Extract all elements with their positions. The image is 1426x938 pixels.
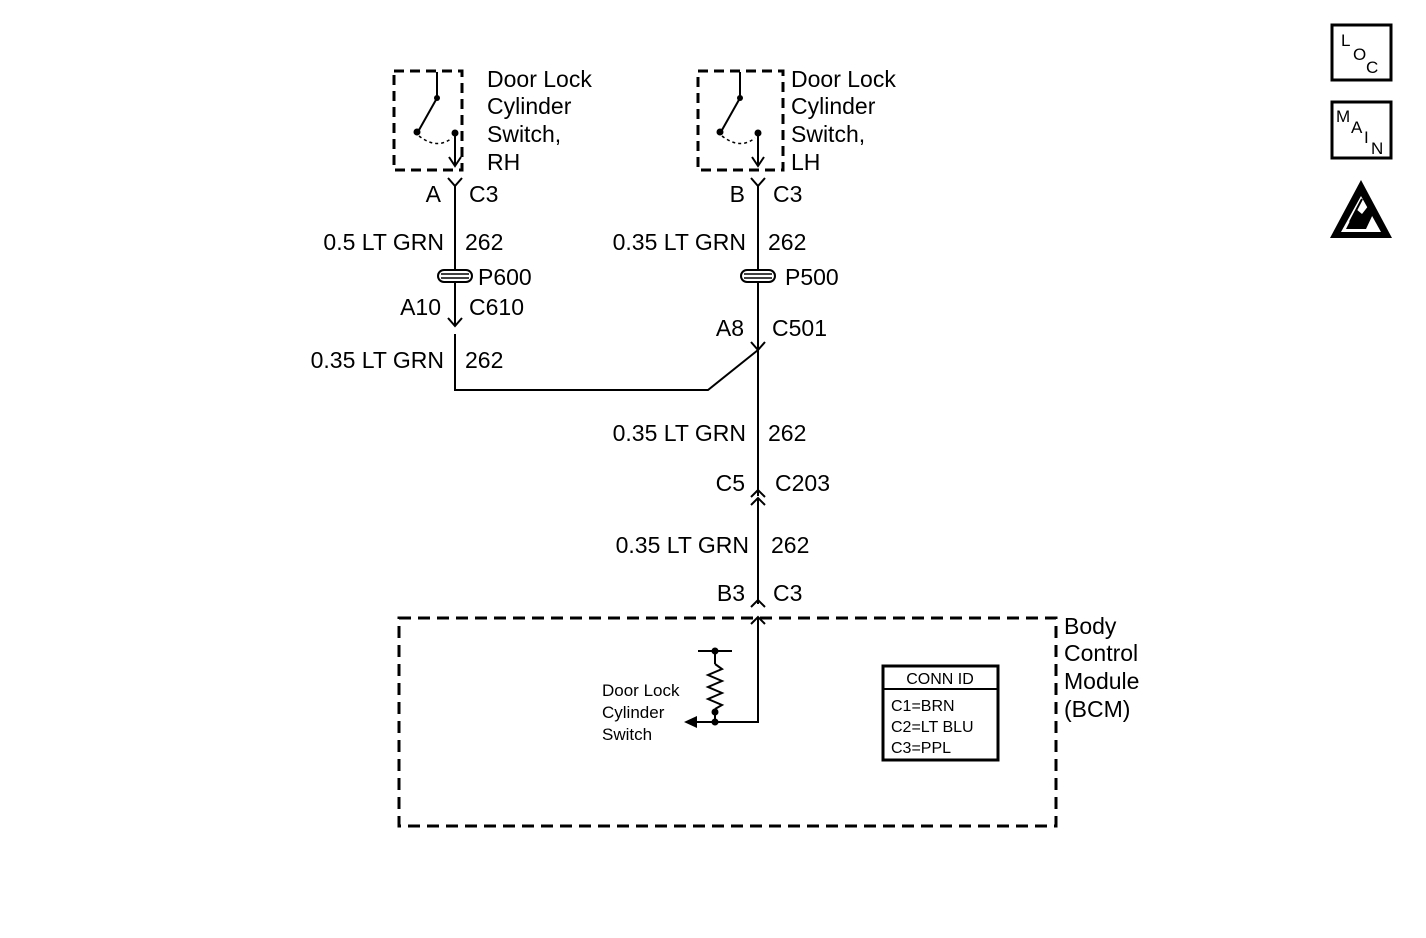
bcm-label-3: Module: [1064, 668, 1139, 694]
wire-rh-upper-circuit: 262: [465, 229, 503, 255]
passthrough-p600-label: P600: [478, 264, 532, 290]
connector-rh-c3-id: C3: [469, 181, 498, 207]
passthrough-p600: P600: [437, 264, 532, 290]
switch-rh-label-1: Door Lock: [487, 66, 592, 92]
wire-main-upper-circuit: 262: [768, 420, 806, 446]
switch-lh-label-2: Cylinder: [791, 93, 876, 119]
passthrough-p500-label: P500: [785, 264, 839, 290]
connector-rh-c3: A C3: [426, 177, 498, 207]
switch-rh-label-2: Cylinder: [487, 93, 572, 119]
bcm-dashed-box: [397, 616, 1058, 828]
wire-lh-upper-circuit: 262: [768, 229, 806, 255]
wire-rh-upper-gauge: 0.5 LT GRN: [323, 229, 444, 255]
svg-text:I: I: [1364, 128, 1369, 147]
svg-text:C: C: [1366, 58, 1378, 77]
passthrough-p500: P500: [740, 264, 839, 290]
conn-id-title: CONN ID: [906, 671, 974, 688]
bcm-internal-label-3: Switch: [602, 725, 652, 744]
loc-icon[interactable]: L O C: [1330, 23, 1393, 82]
switch-lh-label-3: Switch,: [791, 121, 865, 147]
switch-lh-label-4: LH: [791, 149, 820, 175]
esd-warning-icon: [1330, 180, 1392, 238]
connector-c501-pin: A8: [716, 315, 744, 341]
wire-rh-lower: [454, 334, 759, 391]
bcm-internal-label-1: Door Lock: [602, 681, 680, 700]
connector-c203-pin: C5: [716, 470, 745, 496]
main-icon[interactable]: M A I N: [1330, 100, 1393, 160]
wire-rh-lower-circuit: 262: [465, 347, 503, 373]
connector-c610: A10 C610: [400, 294, 524, 328]
wire-rh-lower-gauge: 0.35 LT GRN: [311, 347, 444, 373]
switch-lh-dashed-box: [696, 69, 785, 172]
conn-id-row-1: C1=BRN: [891, 698, 955, 715]
connector-lh-c3-pin: B: [730, 181, 745, 207]
connector-lh-c3-id: C3: [773, 181, 802, 207]
bcm-label-1: Body: [1064, 613, 1117, 639]
conn-id-table: CONN ID C1=BRN C2=LT BLU C3=PPL: [881, 664, 1000, 762]
svg-text:O: O: [1353, 45, 1366, 64]
bcm-internal-label-2: Cylinder: [602, 703, 665, 722]
bcm-internal-wire: [715, 617, 759, 723]
connector-bcm-c3-pin: B3: [717, 580, 745, 606]
bcm-label-4: (BCM): [1064, 696, 1130, 722]
wire-main-lower-gauge: 0.35 LT GRN: [616, 532, 749, 558]
switch-rh-label-4: RH: [487, 149, 520, 175]
door-lock-cylinder-switch-lh: Door Lock Cylinder Switch, LH: [696, 66, 896, 175]
svg-text:N: N: [1371, 139, 1383, 158]
connector-bcm-c3-id: C3: [773, 580, 802, 606]
switch-lh-label-1: Door Lock: [791, 66, 896, 92]
connector-lh-c3: B C3: [730, 177, 802, 207]
svg-text:L: L: [1341, 31, 1350, 50]
connector-c610-pin: A10: [400, 294, 441, 320]
svg-text:M: M: [1336, 107, 1350, 126]
conn-id-row-3: C3=PPL: [891, 740, 951, 757]
wire-lh-upper-gauge: 0.35 LT GRN: [613, 229, 746, 255]
door-lock-cylinder-switch-rh: Door Lock Cylinder Switch, RH: [392, 66, 592, 175]
connector-c501-id: C501: [772, 315, 827, 341]
connector-bcm-c3: B3 C3: [717, 580, 802, 625]
body-control-module: Body Control Module (BCM) Door Lock Cyli…: [397, 613, 1139, 828]
conn-id-row-2: C2=LT BLU: [891, 719, 974, 736]
bcm-label-2: Control: [1064, 640, 1138, 666]
input-arrow-icon: [684, 716, 697, 728]
connector-c203: C5 C203: [716, 470, 830, 506]
connector-rh-c3-pin: A: [426, 181, 442, 207]
connector-c610-id: C610: [469, 294, 524, 320]
wire-main-upper-gauge: 0.35 LT GRN: [613, 420, 746, 446]
switch-rh-dashed-box: [392, 69, 464, 172]
connector-c203-id: C203: [775, 470, 830, 496]
connector-c501: A8 C501: [716, 315, 827, 352]
wire-main-lower-circuit: 262: [771, 532, 809, 558]
switch-rh-label-3: Switch,: [487, 121, 561, 147]
pullup-resistor-icon: [705, 663, 725, 710]
svg-text:A: A: [1351, 118, 1363, 137]
